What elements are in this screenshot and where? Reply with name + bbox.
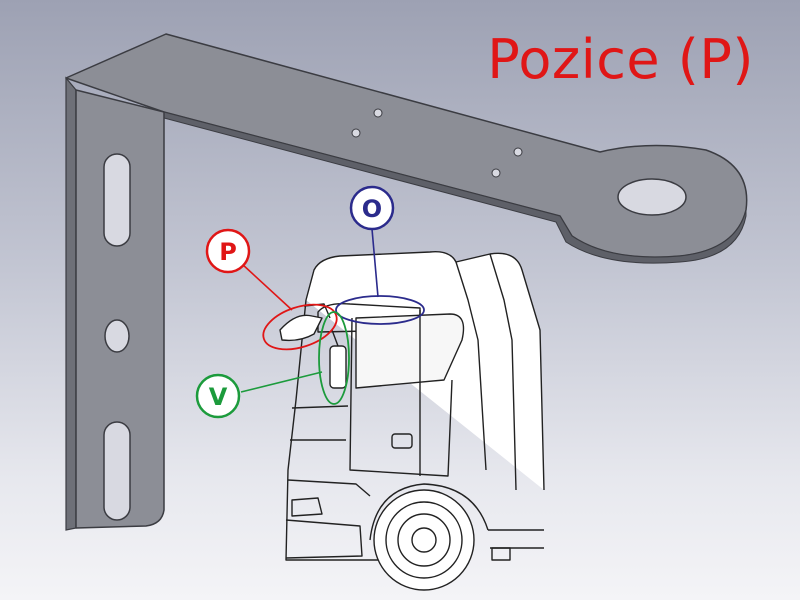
truck-cab-drawing [279, 251, 545, 591]
page-title: Pozice (P) [487, 28, 754, 91]
mounting-bracket [65, 33, 748, 531]
marker-p-highlight [262, 303, 338, 351]
marker-o: O [349, 185, 395, 231]
marker-v-highlight [318, 311, 350, 405]
marker-v-label: V [209, 383, 228, 411]
marker-p-label: P [219, 238, 237, 266]
marker-p: P [205, 228, 251, 274]
marker-o-label: O [362, 195, 382, 223]
marker-v: V [195, 373, 241, 419]
marker-o-highlight [335, 295, 425, 325]
